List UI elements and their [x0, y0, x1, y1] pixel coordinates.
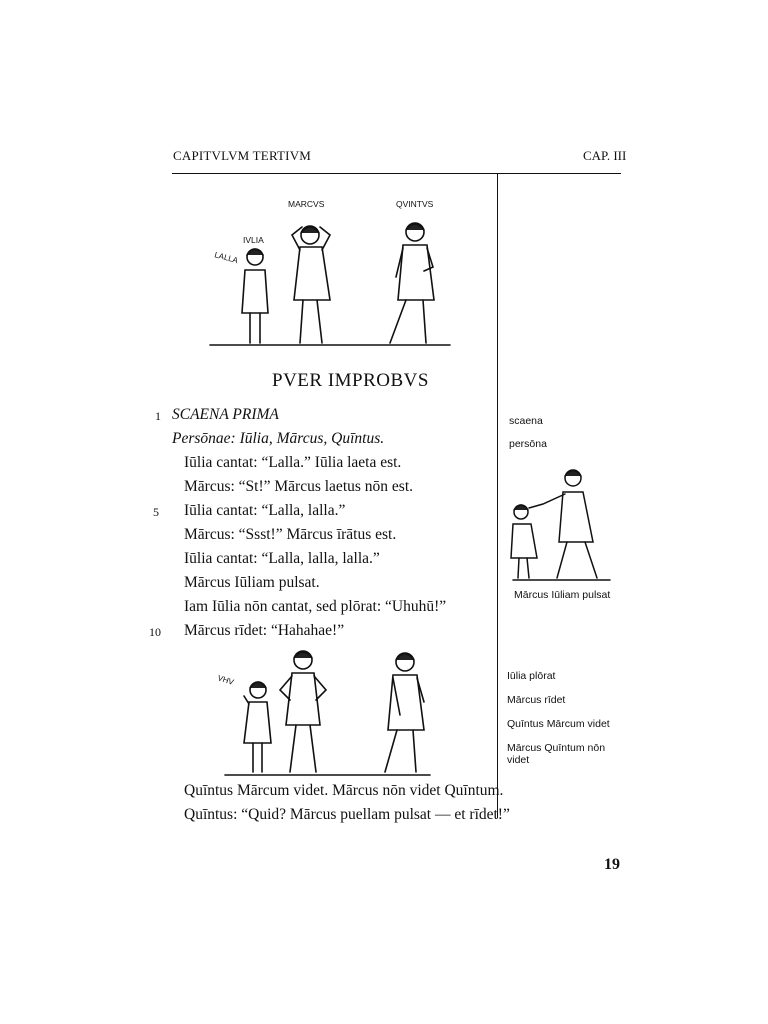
margin-note: Mārcus rīdet [507, 694, 566, 706]
running-header-left: CAPITVLVM TERTIVM [173, 148, 312, 163]
column-rule [497, 174, 498, 818]
margin-caption: Mārcus Iūliam pulsat [514, 589, 611, 601]
text-line: Quīntus Mārcum videt. Mārcus nōn videt Q… [184, 782, 504, 799]
margin-note: Iūlia plōrat [507, 670, 556, 682]
label-lalla: LALLA [213, 250, 239, 265]
text-line: Quīntus: “Quid? Mārcus puellam pulsat — … [184, 806, 510, 823]
header-rule [172, 173, 621, 174]
margin-note-persona: persōna [509, 438, 547, 450]
text-line: SCAENA PRIMA [172, 406, 279, 423]
label-iulia: IVLIA [243, 235, 264, 245]
line-number: 1 [155, 409, 161, 423]
line-number: 10 [149, 625, 161, 639]
text-line: Mārcus: “St!” Mārcus laetus nōn est. [184, 478, 413, 495]
section-title: PVER IMPROBVS [272, 370, 429, 391]
label-vhv: VHV [216, 673, 235, 687]
running-header-right: CAP. III [583, 148, 627, 163]
text-line: Iam Iūlia nōn cantat, sed plōrat: “Uhuhū… [184, 598, 447, 615]
text-line: Iūlia cantat: “Lalla.” Iūlia laeta est. [184, 454, 402, 471]
margin-note: Quīntus Mārcum videt [507, 718, 610, 730]
illustration-quintus-sees-marcus: VHV [216, 650, 431, 776]
margin-note: Mārcus Quīntum nōn videt [507, 742, 606, 766]
text-line: Persōnae: Iūlia, Mārcus, Quīntus. [172, 430, 385, 447]
illustration-julia-marcus-quintus: MARCVS QVINTVS IVLIA LALLA [209, 199, 451, 346]
illustration-marcus-hits-julia [510, 469, 611, 581]
margin-note-scaena: scaena [509, 415, 543, 427]
label-quintus: QVINTVS [396, 199, 434, 209]
line-number: 5 [153, 505, 159, 519]
text-line: Mārcus: “Ssst!” Mārcus īrātus est. [184, 526, 397, 543]
text-line: Mārcus rīdet: “Hahahae!” [184, 622, 345, 639]
page-number: 19 [604, 856, 620, 873]
text-line: Iūlia cantat: “Lalla, lalla.” [184, 502, 346, 519]
label-marcus: MARCVS [288, 199, 325, 209]
text-line: Iūlia cantat: “Lalla, lalla, lalla.” [184, 550, 380, 567]
text-line: Mārcus Iūliam pulsat. [184, 574, 320, 591]
